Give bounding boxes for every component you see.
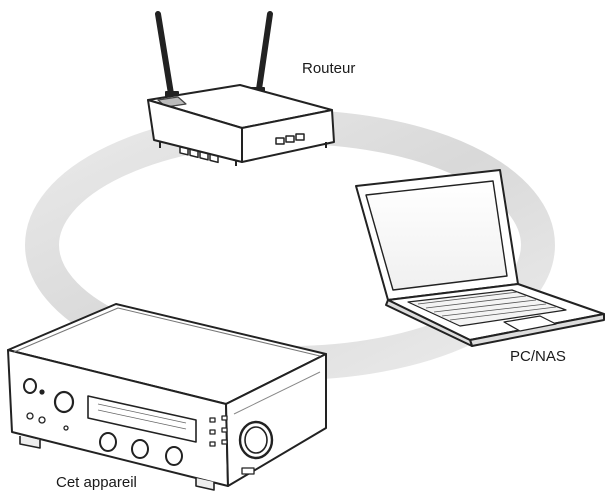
av-receiver-icon: [7, 303, 327, 491]
pc-nas-label: PC/NAS: [510, 348, 566, 365]
device-label: Cet appareil: [56, 474, 137, 491]
wifi-router-icon: [147, 11, 335, 166]
laptop-icon: [355, 169, 605, 347]
router-label: Routeur: [302, 60, 356, 77]
